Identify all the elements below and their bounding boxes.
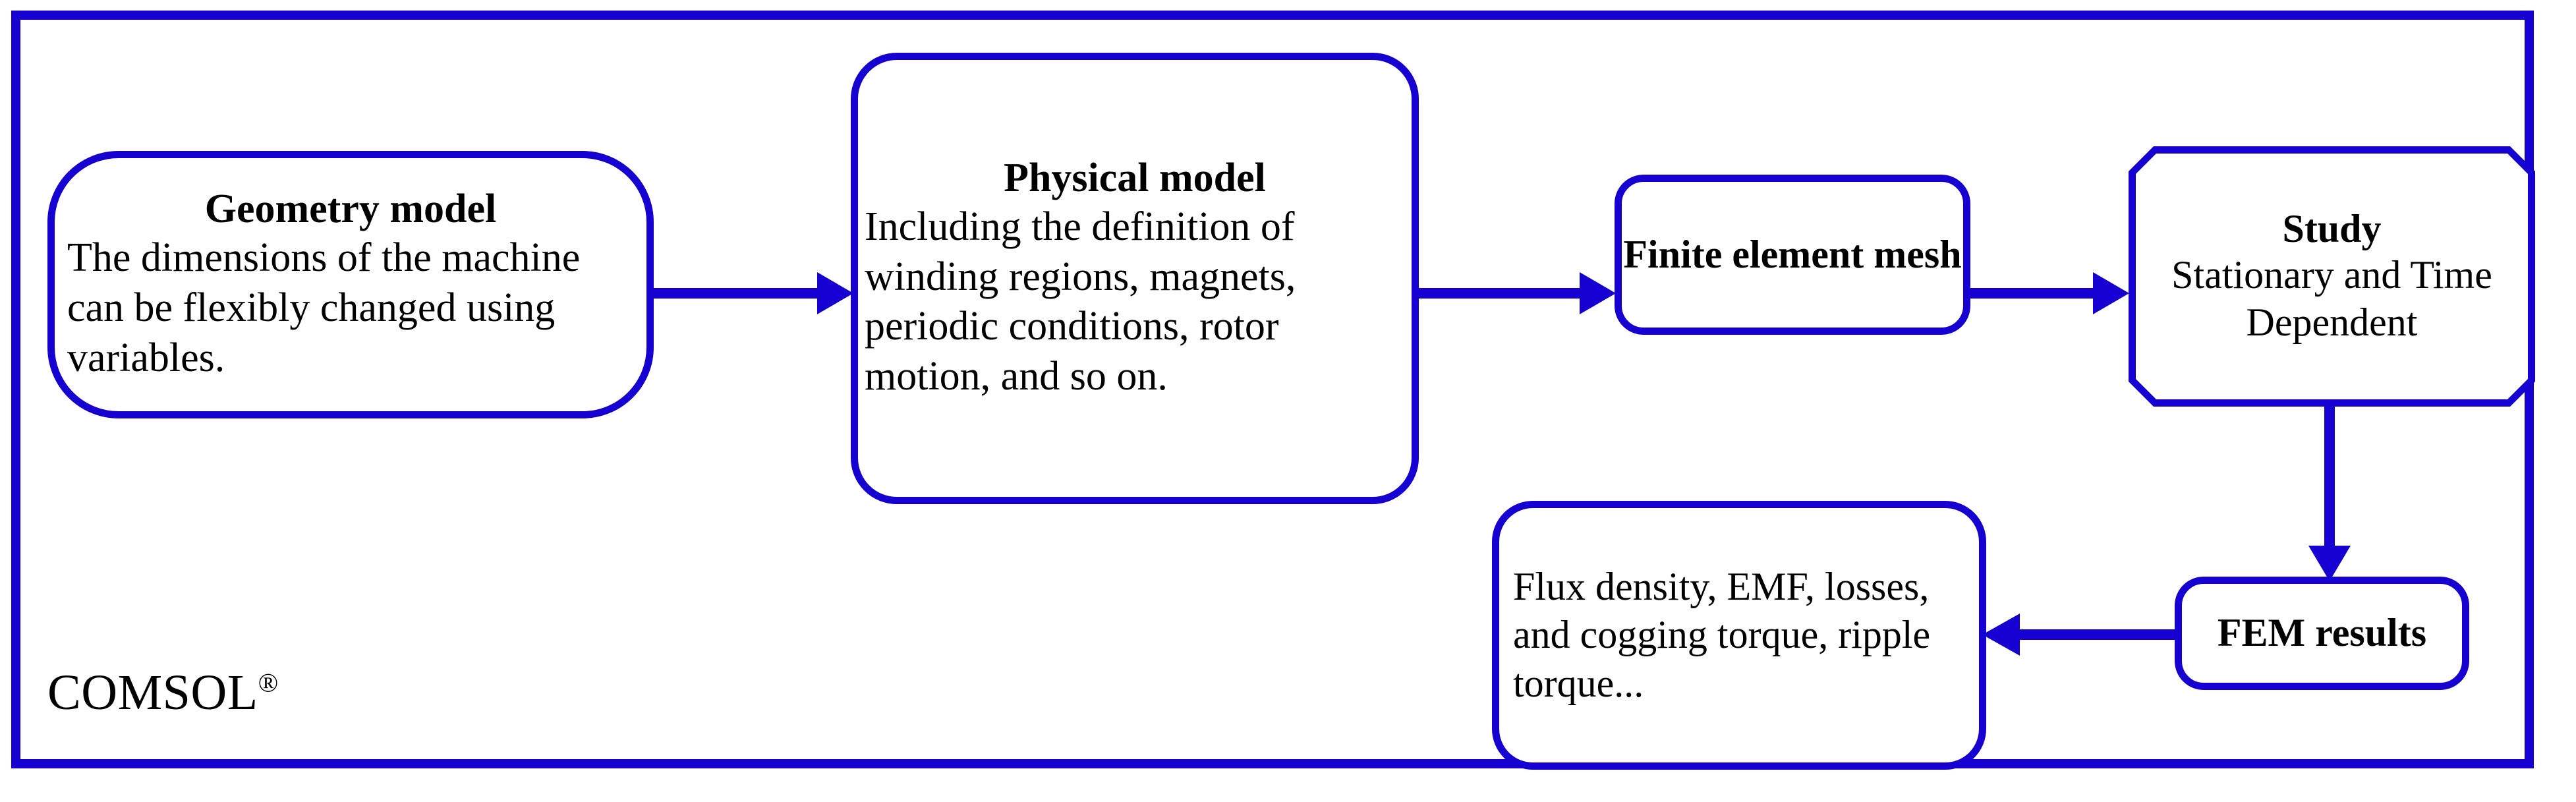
node-study-text: Study Stationary and Time Dependent xyxy=(2129,146,2535,407)
node-results-quantities-body: Flux density, EMF, losses, and cogging t… xyxy=(1513,565,1931,705)
node-finite-element-mesh[interactable]: Finite element mesh xyxy=(1615,175,1970,335)
registered-trademark-icon: ® xyxy=(258,668,279,698)
node-study[interactable]: Study Stationary and Time Dependent xyxy=(2129,146,2535,407)
arrow-fem-results-to-results xyxy=(1977,608,2178,661)
node-physical-model[interactable]: Physical model Including the definition … xyxy=(851,53,1419,504)
node-study-title: Study xyxy=(2282,206,2382,250)
node-fem-results-title: FEM results xyxy=(2217,611,2427,655)
comsol-brand-label: COMSOL® xyxy=(47,668,279,718)
octagon-fill-shape xyxy=(2136,154,2528,399)
node-geometry-model-title: Geometry model xyxy=(204,186,497,231)
node-fem-results[interactable]: FEM results xyxy=(2175,577,2469,690)
arrow-study-to-fem-results xyxy=(2303,402,2356,583)
node-physical-model-body: Including the definition of winding regi… xyxy=(865,204,1296,399)
node-geometry-model-body: The dimensions of the machine can be fle… xyxy=(67,235,581,380)
arrow-mesh-to-study xyxy=(1969,267,2132,320)
comsol-brand-text: COMSOL xyxy=(47,665,258,720)
node-study-body: Stationary and Time Dependent xyxy=(2171,253,2492,345)
arrow-physical-to-mesh xyxy=(1418,267,1619,320)
node-finite-element-mesh-title: Finite element mesh xyxy=(1623,232,1962,276)
arrow-geometry-to-physical xyxy=(652,267,857,320)
node-results-quantities[interactable]: Flux density, EMF, losses, and cogging t… xyxy=(1492,501,1986,770)
node-physical-model-title: Physical model xyxy=(1004,155,1266,200)
node-geometry-model[interactable]: Geometry model The dimensions of the mac… xyxy=(47,151,654,418)
